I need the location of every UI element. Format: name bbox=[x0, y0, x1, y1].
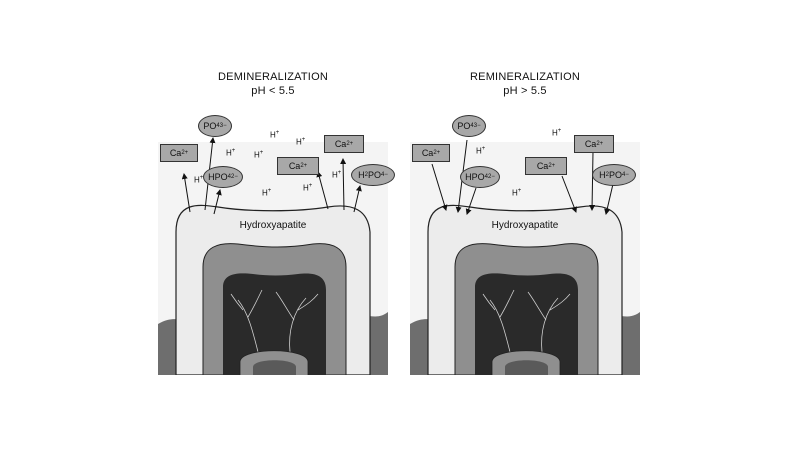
h-ion: H+ bbox=[194, 175, 204, 185]
panel-title: DEMINERALIZATION bbox=[218, 71, 328, 83]
nerve-branch-1 bbox=[230, 289, 263, 353]
surface-label: Hydroxyapatite bbox=[491, 220, 559, 231]
tooth-illustration-left bbox=[158, 137, 388, 375]
arrow-ca3-out bbox=[340, 158, 347, 211]
nerve-branch-1 bbox=[482, 289, 515, 353]
arrow-hpo4-out bbox=[213, 189, 222, 215]
panel-title: REMINERALIZATION bbox=[470, 71, 580, 83]
h-ion: H+ bbox=[552, 128, 562, 138]
h-ion: H+ bbox=[476, 146, 486, 156]
h-ion: H+ bbox=[512, 188, 522, 198]
nerve-branch-2 bbox=[275, 291, 319, 353]
h-ion: H+ bbox=[270, 130, 280, 140]
pulp bbox=[475, 273, 578, 375]
h-ion: H+ bbox=[254, 150, 264, 160]
h-ion: H+ bbox=[303, 183, 313, 193]
arrow-ca2-in bbox=[561, 175, 577, 213]
arrow-ca-in bbox=[431, 163, 448, 211]
nerve-branch-2 bbox=[527, 291, 571, 353]
arrow-h2po4-in bbox=[604, 183, 614, 215]
arrow-h2po4-out bbox=[353, 185, 362, 213]
tooth-illustration-right bbox=[410, 139, 640, 375]
h-ion: H+ bbox=[226, 148, 236, 158]
h-ion: H+ bbox=[262, 188, 272, 198]
arrow-hpo4-in bbox=[465, 187, 477, 215]
ph-condition: pH < 5.5 bbox=[251, 85, 295, 97]
arrow-ca3-in bbox=[589, 151, 596, 211]
pulp bbox=[223, 273, 326, 375]
arrow-ca-out bbox=[181, 173, 191, 213]
arrow-ca2-out bbox=[316, 171, 329, 210]
h-ion: H+ bbox=[332, 170, 342, 180]
h-ion: H+ bbox=[296, 137, 306, 147]
surface-label: Hydroxyapatite bbox=[239, 220, 307, 231]
root-core bbox=[505, 360, 548, 375]
ph-condition: pH > 5.5 bbox=[503, 85, 547, 97]
root-core bbox=[253, 360, 296, 375]
